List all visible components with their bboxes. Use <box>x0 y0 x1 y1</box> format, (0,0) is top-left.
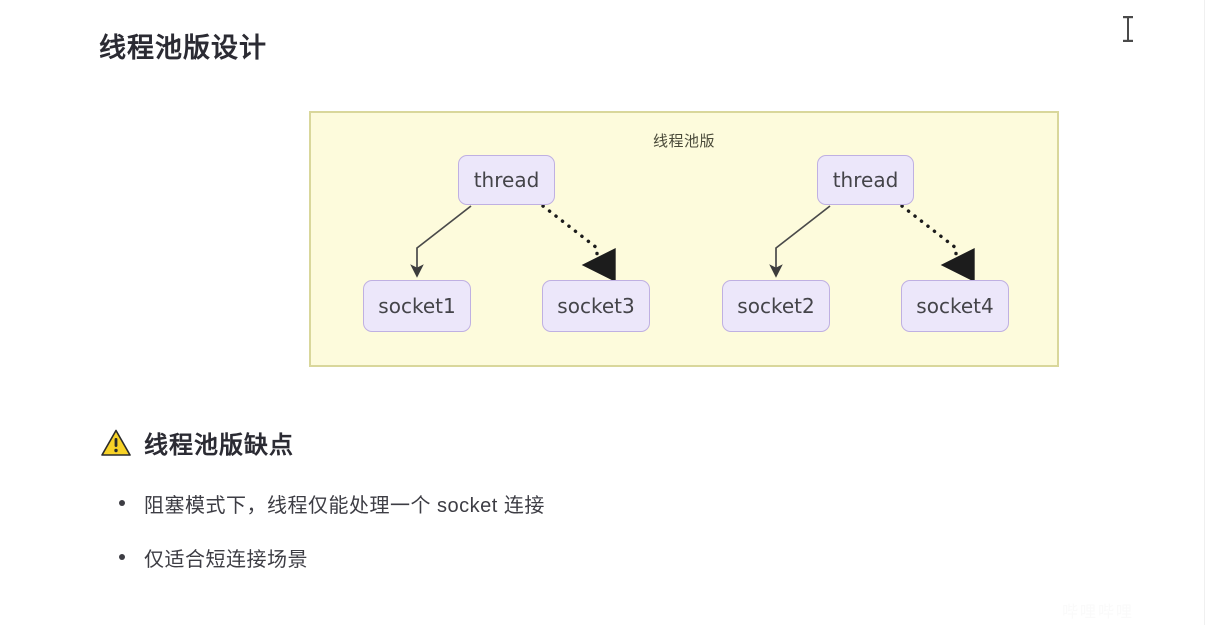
node-socket1: socket1 <box>363 280 471 332</box>
warning-heading-text: 线程池版缺点 <box>144 432 294 459</box>
node-socket3: socket3 <box>542 280 650 332</box>
list-item: 仅适合短连接场景 <box>108 543 545 572</box>
edge-thread1-socket3 <box>541 204 616 282</box>
edge-thread2-socket2 <box>769 205 831 278</box>
watermark: 哔哩哔哩 <box>1062 604 1135 621</box>
drawbacks-list: 阻塞模式下，线程仅能处理一个 socket 连接 仅适合短连接场景 <box>108 489 545 597</box>
diagram-title: 线程池版 <box>652 133 715 150</box>
node-socket2: socket2 <box>722 280 830 332</box>
edge-thread1-socket1 <box>410 205 472 278</box>
edge-thread2-socket4 <box>900 204 975 282</box>
node-thread-1: thread <box>458 155 555 205</box>
warning-heading: 线程池版缺点 <box>101 425 294 460</box>
list-item: 阻塞模式下，线程仅能处理一个 socket 连接 <box>108 489 545 518</box>
text-cursor-icon <box>1123 16 1133 42</box>
node-socket4: socket4 <box>901 280 1009 332</box>
page-title: 线程池版设计 <box>99 33 267 63</box>
node-thread-2: thread <box>817 155 914 205</box>
thread-pool-diagram: 线程池版 thread thread socket1 socket3 <box>309 111 1059 367</box>
warning-triangle-icon <box>101 429 131 456</box>
